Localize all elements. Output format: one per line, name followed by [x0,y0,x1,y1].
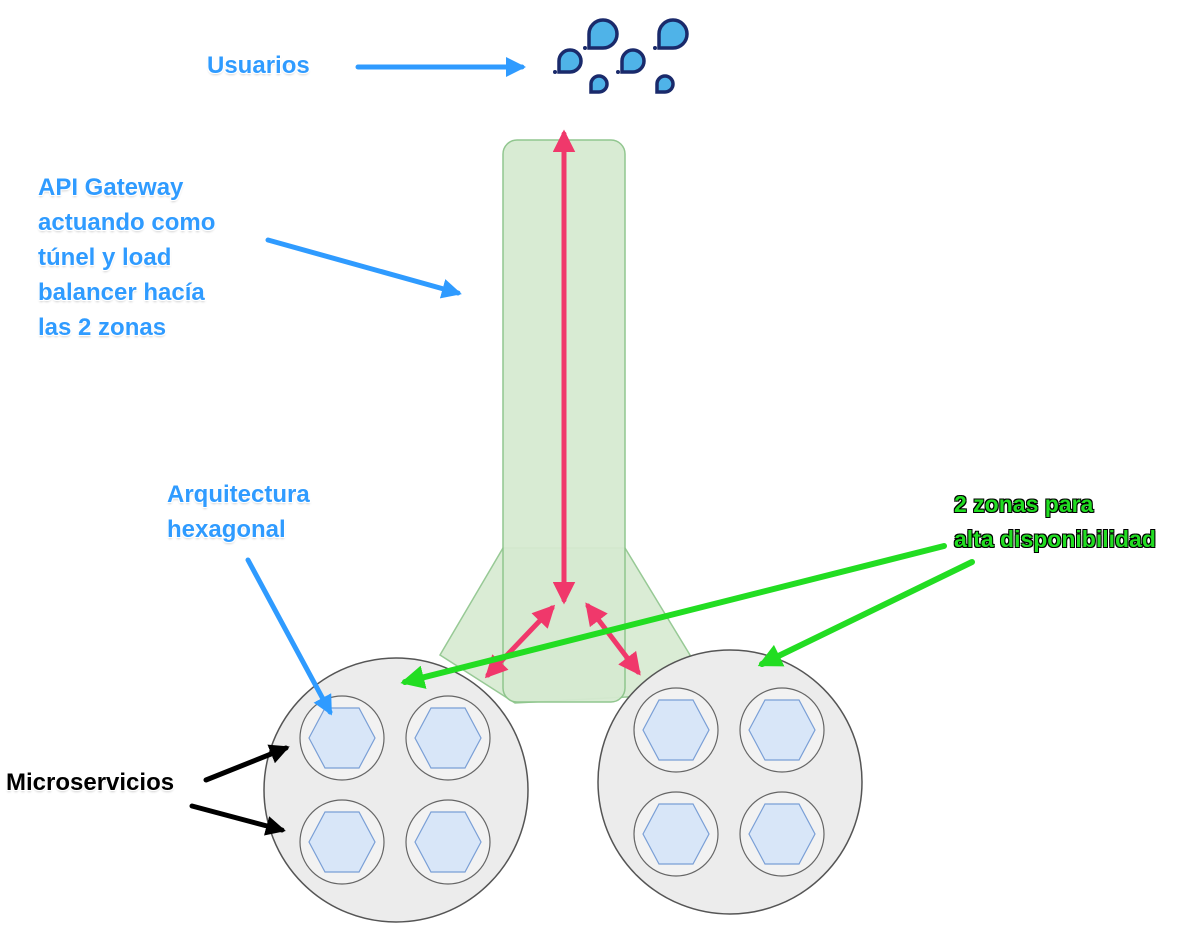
usuarios-text: Usuarios [207,52,310,79]
api-gateway-line: balancer hacía [38,279,205,306]
hexagon-icon [308,811,376,873]
microservice-node [633,687,719,773]
zonas-line: alta disponibilidad [954,526,1156,552]
microservicios-text: Microservicios [6,769,175,796]
hexagon-icon [642,803,710,865]
api-gateway-line: las 2 zonas [38,314,167,341]
microservicios-label: Microservicios [6,765,174,800]
zone-left-circle [263,657,529,923]
gateway-to-zone-right-arrow [585,602,641,676]
arquitectura-line: hexagonal [167,516,286,543]
zone-left [263,657,529,923]
microservice-node [739,791,825,877]
zonas-left-arrow [400,543,947,689]
hexagon-icon [414,811,482,873]
traffic-arrows [484,129,641,679]
microservice-node [405,799,491,885]
api-gateway-line: túnel y load [38,244,172,271]
api-gateway-line: API Gateway [38,174,184,201]
hexagon-icon [748,699,816,761]
zone-right-circle [597,649,863,915]
gateway-to-zone-left-arrow [484,604,556,679]
zonas-line: 2 zonas para [954,491,1094,517]
zonas-label: 2 zonas para alta disponibilidad [954,487,1156,557]
arquitectura-line: Arquitectura [167,481,310,508]
annotation-arrows [189,57,975,836]
microservicios-arrow-bottom [189,803,286,836]
hexagon-icon [642,699,710,761]
hexagon-icon [414,707,482,769]
microservice-node [299,695,385,781]
microservicios-arrow-top [203,744,290,783]
hexagon-icon [748,803,816,865]
api-gateway-label: API Gateway actuando como túnel y load b… [38,170,215,345]
microservice-node [299,799,385,885]
api-gateway-line: actuando como [38,209,216,236]
zone-right [597,649,863,915]
microservice-node [405,695,491,781]
usuarios-label: Usuarios [207,48,310,83]
arquitectura-label: Arquitectura hexagonal [167,477,310,547]
microservice-node [633,791,719,877]
arquitectura-arrow [245,557,333,716]
zonas-right-arrow [757,559,975,667]
api-gateway-arrow [265,237,462,299]
microservice-node [739,687,825,773]
users-cluster-icon [553,18,689,94]
